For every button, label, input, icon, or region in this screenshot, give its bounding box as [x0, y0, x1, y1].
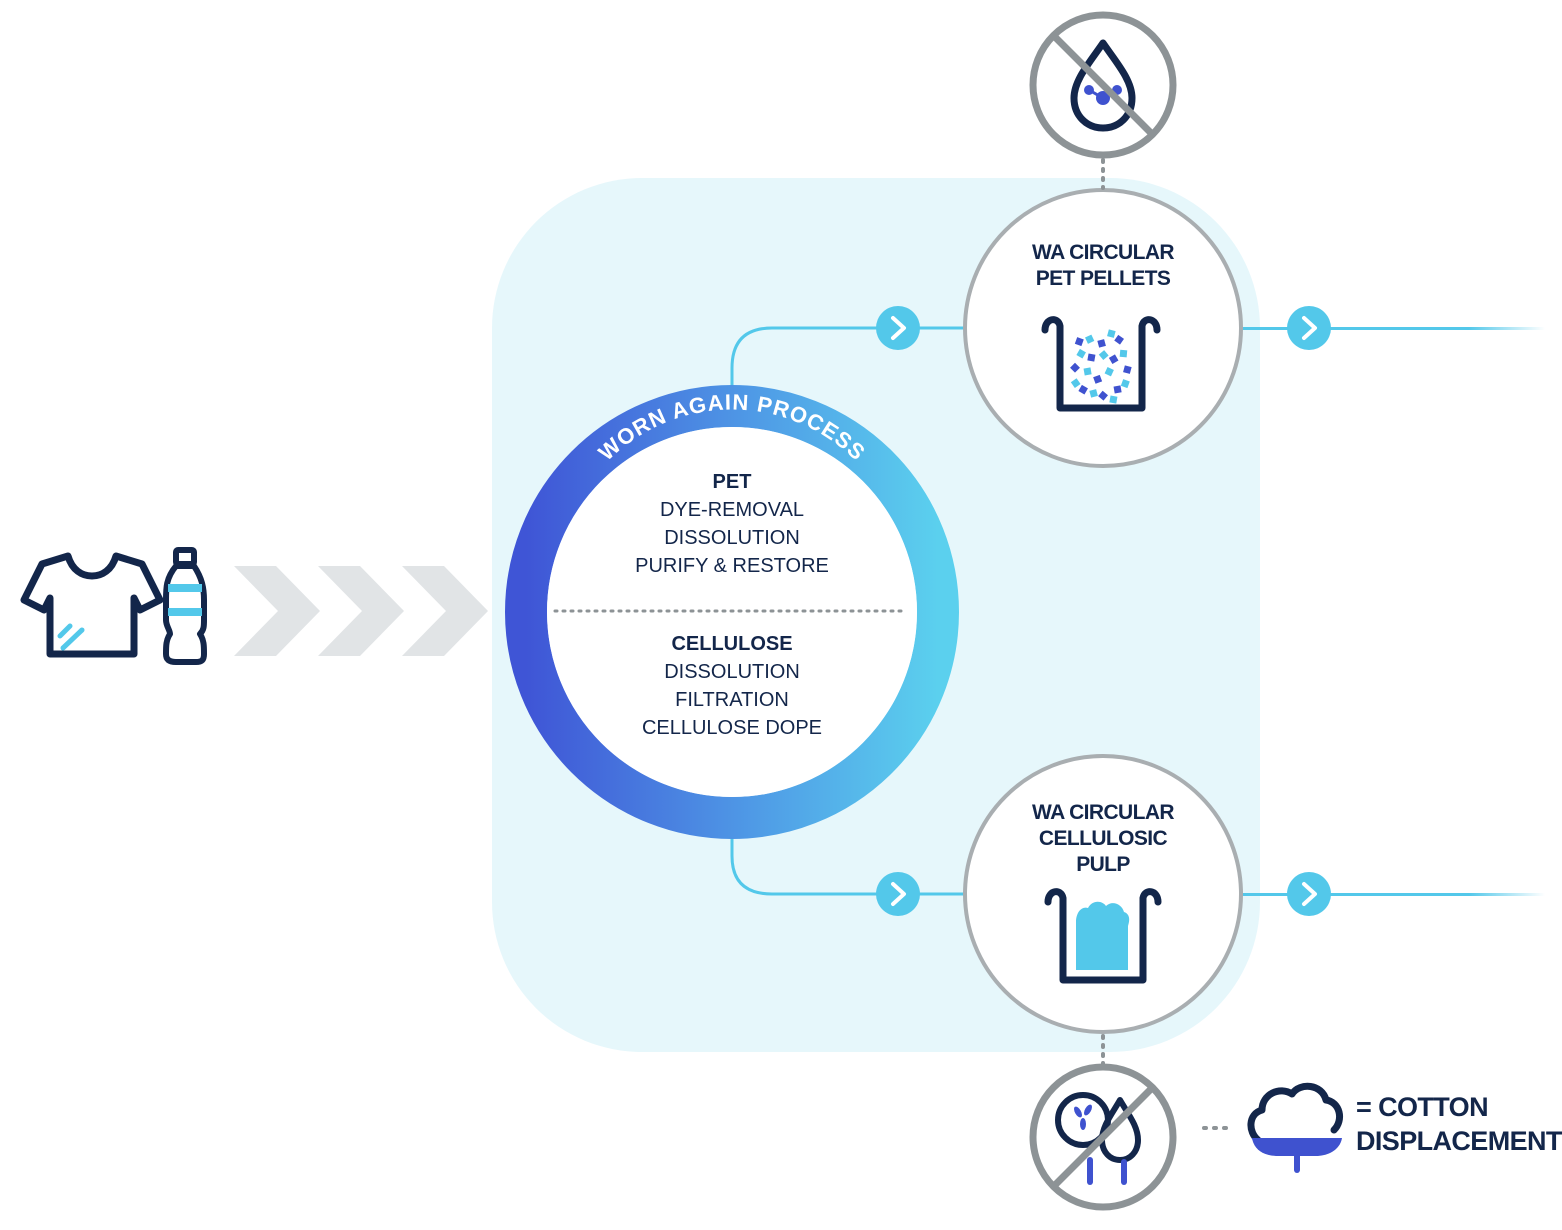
pet-steps: PET DYE-REMOVAL DISSOLUTION PURIFY & RES… [600, 468, 864, 580]
cellulosic-pulp-circle [963, 754, 1243, 1034]
pet-step-3: PURIFY & RESTORE [635, 555, 829, 577]
pet-pellets-circle [963, 188, 1243, 468]
no-oil-icon [1029, 11, 1177, 159]
process-ring [505, 385, 959, 839]
bottle-icon [163, 547, 207, 665]
cellulose-step-2: FILTRATION [675, 689, 789, 711]
pet-pellets-title-line2: PET PELLETS [1035, 267, 1171, 290]
tshirt-icon [20, 552, 164, 658]
pulp-container-icon [1044, 888, 1162, 984]
cotton-displacement-legend: = COTTON DISPLACEMENT [1356, 1090, 1562, 1158]
pet-step-1: DYE-REMOVAL [659, 499, 805, 521]
cotton-icon [1247, 1082, 1344, 1173]
cellulose-heading: CELLULOSE [671, 633, 793, 655]
cellulose-step-1: DISSOLUTION [664, 661, 800, 683]
pet-step-2: DISSOLUTION [664, 527, 800, 549]
pulp-title-line3: PULP [1076, 853, 1130, 876]
pellets-container-icon [1041, 316, 1161, 412]
arrow-icon-pet-in [876, 306, 920, 350]
legend-line1: = COTTON [1356, 1092, 1489, 1122]
arrow-icon-pulp-in [876, 872, 920, 916]
arrow-icon-pet-out [1287, 306, 1331, 350]
arrow-icon-pulp-out [1287, 872, 1331, 916]
no-water-crop-icon [1029, 1063, 1177, 1211]
input-chevrons [234, 566, 488, 656]
cellulose-step-3: CELLULOSE DOPE [641, 717, 823, 739]
legend-line2: DISPLACEMENT [1356, 1126, 1562, 1156]
cellulose-steps: CELLULOSE DISSOLUTION FILTRATION CELLULO… [600, 630, 864, 742]
pet-pellets-title: WA CIRCULAR PET PELLETS [993, 240, 1213, 292]
pet-output-line [1240, 327, 1545, 330]
connector-lines [730, 326, 968, 896]
pet-heading: PET [712, 471, 752, 493]
pulp-title-line1: WA CIRCULAR [1032, 801, 1175, 824]
cellulosic-pulp-title: WA CIRCULAR CELLULOSIC PULP [993, 800, 1213, 878]
pulp-title-line2: CELLULOSIC [1038, 827, 1168, 850]
pet-pellets-title-line1: WA CIRCULAR [1032, 241, 1175, 264]
pulp-output-line [1240, 893, 1545, 896]
